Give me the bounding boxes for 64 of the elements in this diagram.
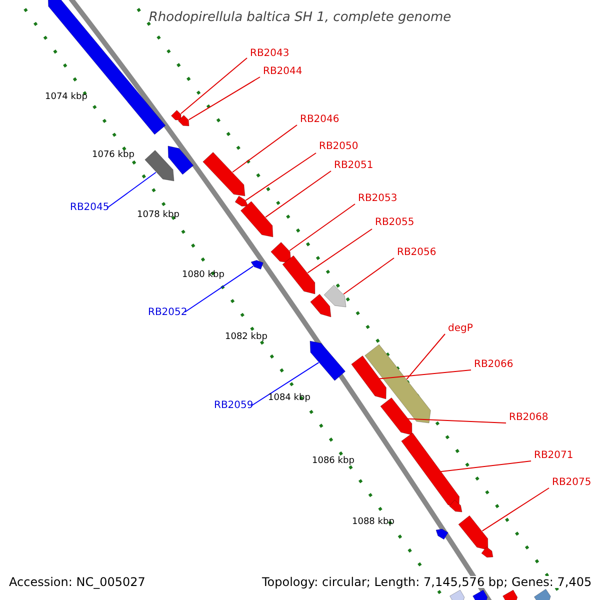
gene-label: RB2043 bbox=[250, 49, 290, 59]
gene-label: RB2075 bbox=[552, 478, 592, 488]
gene-label: RB2056 bbox=[397, 248, 436, 258]
accession-text: Accession: NC_005027 bbox=[9, 576, 146, 588]
leader-line bbox=[180, 58, 248, 114]
gene-label: RB2052 bbox=[148, 308, 188, 318]
gene-feature bbox=[458, 515, 488, 550]
gene-label: RB2050 bbox=[319, 142, 358, 152]
leader-line bbox=[265, 170, 332, 218]
gene-feature bbox=[178, 114, 190, 126]
leader-line bbox=[307, 228, 372, 274]
leader-line bbox=[440, 460, 532, 472]
gene-feature bbox=[324, 284, 346, 308]
scale-label: 1088 kbp bbox=[352, 518, 394, 527]
gene-feature bbox=[401, 432, 460, 508]
leader-line bbox=[106, 172, 156, 208]
gene-feature bbox=[170, 110, 182, 120]
gene-label: RB2045 bbox=[70, 203, 110, 213]
leader-line bbox=[250, 362, 320, 406]
gene-label: RB2051 bbox=[334, 161, 374, 171]
gene-feature bbox=[202, 152, 246, 196]
gene-feature bbox=[282, 255, 316, 294]
gene-feature bbox=[250, 260, 264, 270]
gene-feature bbox=[364, 344, 431, 424]
gene-feature bbox=[310, 340, 346, 381]
gene-label: RB2071 bbox=[534, 451, 574, 461]
gene-feature bbox=[481, 546, 494, 558]
gene-feature bbox=[144, 150, 174, 182]
gene-feature bbox=[351, 356, 386, 400]
scale-label: 1082 kbp bbox=[225, 333, 268, 342]
scale-label: 1084 kbp bbox=[268, 394, 310, 403]
gene-feature bbox=[436, 528, 448, 540]
leader-line bbox=[188, 76, 260, 120]
scale-label: 1080 kbp bbox=[182, 271, 224, 280]
leader-line bbox=[245, 152, 316, 201]
gene-label: RB2053 bbox=[358, 194, 398, 204]
leader-line bbox=[289, 204, 356, 252]
scale-label: 1078 kbp bbox=[137, 211, 180, 220]
gene-label: RB2059 bbox=[214, 401, 254, 411]
gene-feature bbox=[234, 196, 248, 206]
leader-line bbox=[482, 488, 550, 532]
gene-feature bbox=[240, 201, 274, 238]
leader-line bbox=[378, 370, 472, 380]
gene-feature bbox=[449, 500, 462, 512]
gene-label: RB2046 bbox=[300, 115, 340, 125]
leader-line bbox=[232, 124, 298, 173]
leader-line bbox=[406, 418, 506, 424]
gene-label: degP bbox=[448, 324, 473, 334]
gene-feature bbox=[168, 146, 194, 175]
scale-label: 1074 kbp bbox=[45, 93, 88, 102]
gene-label: RB2055 bbox=[375, 218, 414, 228]
gene-label: RB2066 bbox=[474, 360, 514, 370]
leader-line bbox=[184, 266, 254, 312]
gene-label: RB2068 bbox=[509, 413, 548, 423]
title: Rhodopirellula baltica SH 1, complete genome bbox=[148, 11, 452, 24]
leader-line bbox=[406, 334, 446, 380]
gene-feature bbox=[380, 397, 412, 436]
gene-label: RB2044 bbox=[263, 67, 302, 77]
leader-line bbox=[343, 258, 394, 295]
gene-feature bbox=[270, 242, 292, 264]
scale-label: 1076 kbp bbox=[92, 151, 134, 160]
genome-info-text: Topology: circular; Length: 7,145,576 bp; Genes: 7,405 bbox=[262, 576, 592, 588]
scale-label: 1086 kbp bbox=[312, 457, 354, 466]
gene-feature bbox=[310, 294, 332, 318]
